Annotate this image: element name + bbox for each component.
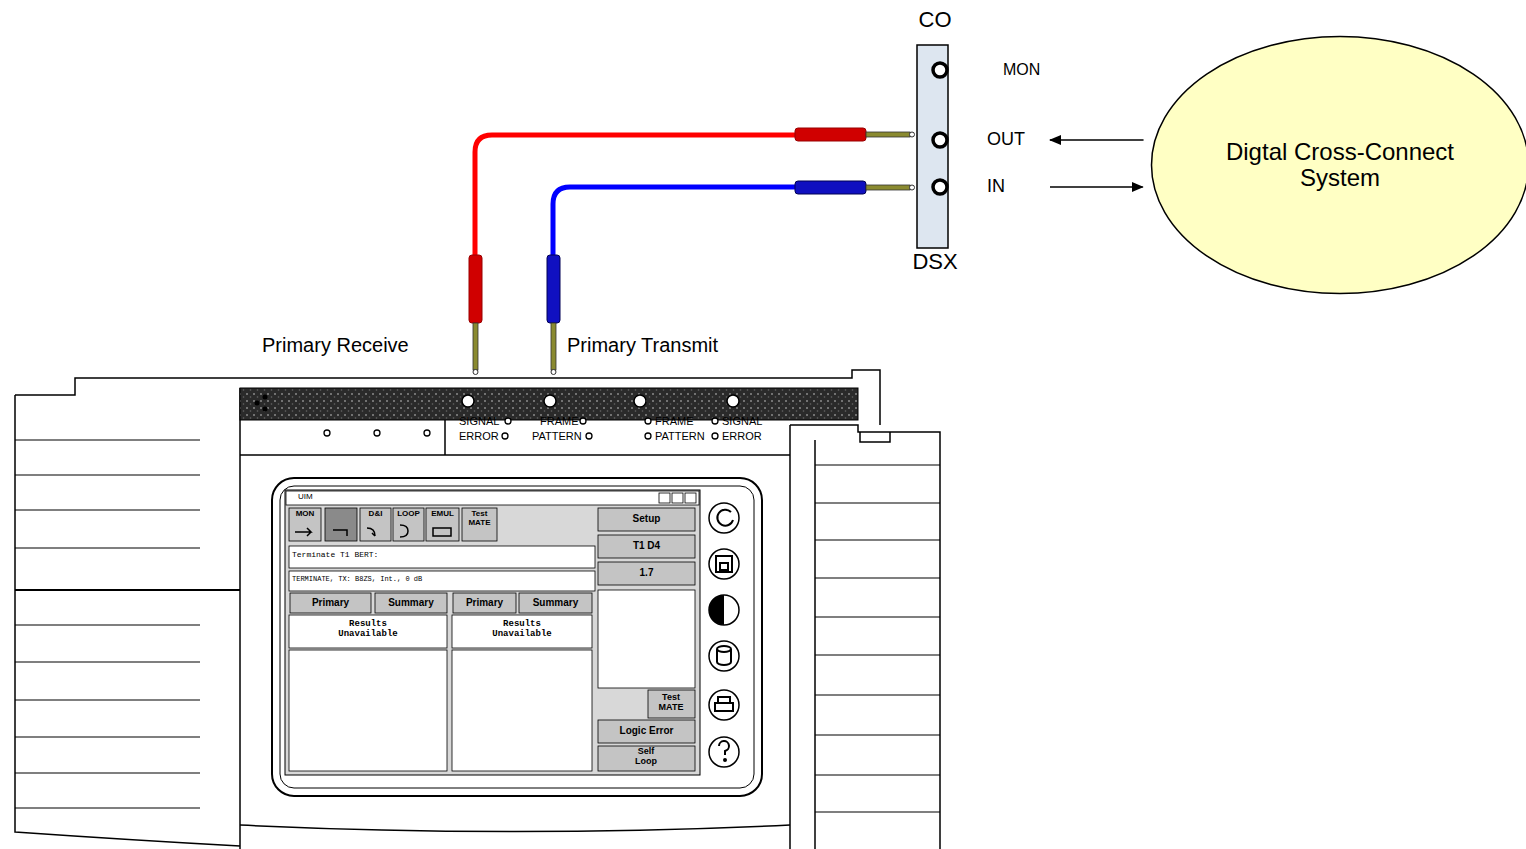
screen-text: Results Unavailable [482, 620, 562, 640]
led-label: SIGNAL [722, 415, 762, 427]
jack-label: IN [987, 177, 1005, 197]
jack-label: MON [1003, 61, 1040, 79]
signal-arrow [1050, 186, 1143, 188]
led-label: PATTERN [655, 430, 705, 442]
led-label: PATTERN [532, 430, 582, 442]
system-outline [1152, 37, 1526, 294]
led-label: ERROR [722, 430, 762, 442]
panel-heading: CO [905, 8, 965, 32]
jack-hole [933, 133, 947, 147]
dsx-panel: CO DSX MON OUT IN [905, 0, 1040, 275]
signal-arrow [1050, 139, 1144, 141]
led-label: FRAME [540, 415, 579, 427]
panel-name: DSX [905, 250, 965, 274]
screen-text: EMUL [426, 510, 459, 519]
screen-text: Summary [375, 597, 447, 608]
port-label: Primary Receive [262, 334, 409, 356]
screen-text: LOOP [393, 510, 424, 519]
system-name: Digtal Cross-Connect System [1205, 139, 1475, 192]
screen-text: 1.7 [598, 567, 695, 578]
screen-text: Primary [453, 597, 516, 608]
system-ellipse: Digtal Cross-Connect System [1150, 35, 1526, 295]
screen-text: Test MATE [464, 510, 495, 528]
screen-text: TERMINATE, TX: B8ZS, Int., 0 dB [292, 576, 422, 584]
screen-text: MON [289, 510, 321, 519]
led-label: SIGNAL [459, 415, 499, 427]
jack-hole [933, 180, 947, 194]
led-label: FRAME [655, 415, 694, 427]
screen-text: D&I [360, 510, 391, 519]
screen-text: Setup [598, 513, 695, 524]
screen-text: UIM [298, 493, 313, 502]
led-label: ERROR [459, 430, 499, 442]
jack-panel [917, 45, 948, 248]
screen-text: Summary [519, 597, 592, 608]
screen-text: Terminate T1 BERT: [292, 551, 378, 560]
screen-text: Self Loop [626, 747, 666, 767]
screen-text: Test MATE [651, 693, 691, 713]
port-label: Primary Transmit [567, 334, 718, 356]
screen-text: Primary [290, 597, 371, 608]
jack-label: OUT [987, 130, 1025, 150]
screen-text: Results Unavailable [328, 620, 408, 640]
screen-text: Logic Error [598, 725, 695, 736]
jack-hole [933, 63, 947, 77]
screen-text: T1 D4 [598, 540, 695, 551]
